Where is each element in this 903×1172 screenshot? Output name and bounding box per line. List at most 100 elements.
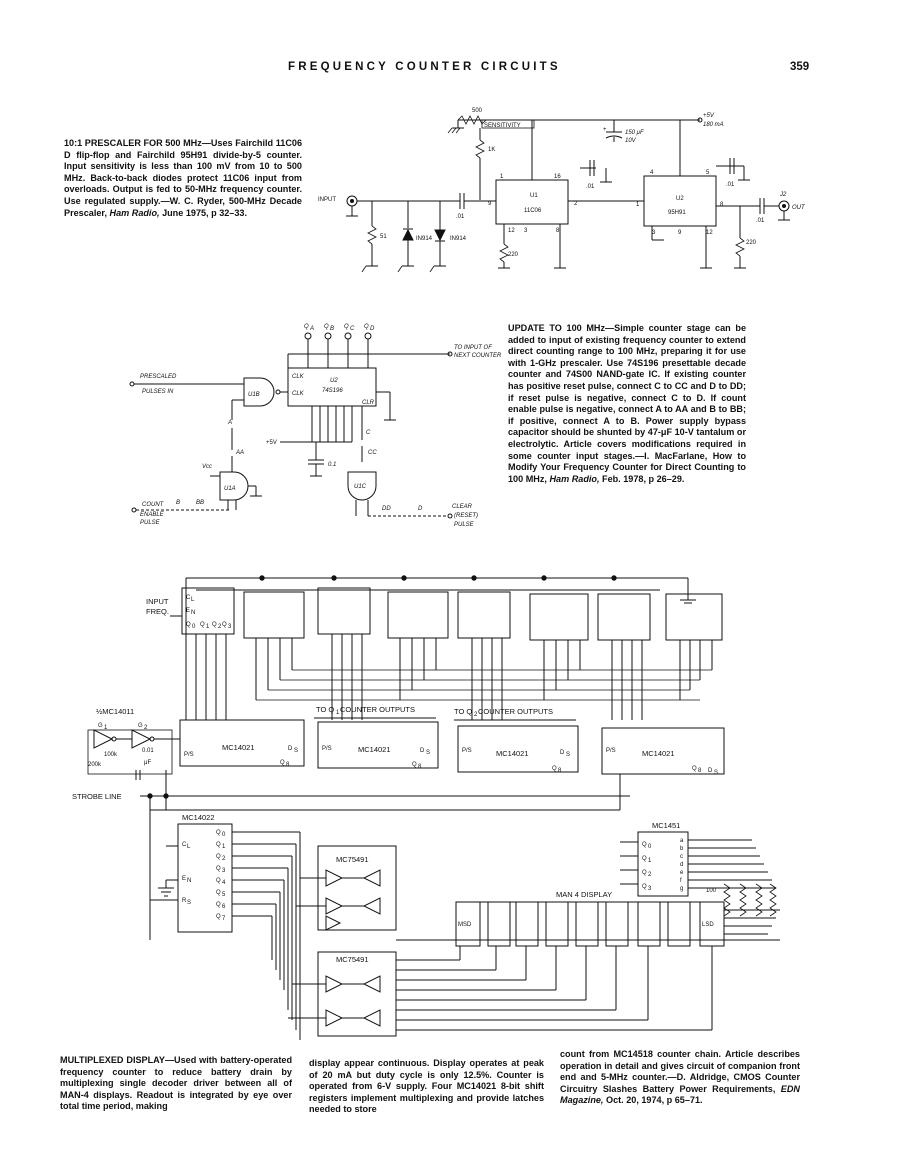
counter-7 xyxy=(597,593,651,641)
label-g1: G xyxy=(98,723,103,729)
pin-u1-2: 2 xyxy=(574,201,578,207)
caption-multiplexed-tail: Oct. 20, 1974, p 65–71. xyxy=(603,1095,703,1106)
mc1451-q1: 1 xyxy=(648,858,652,864)
mc14022-en-sub: N xyxy=(187,878,191,884)
pin-u2-1: 1 xyxy=(636,202,640,208)
pin-q3-letter: Q xyxy=(222,622,227,628)
label-to-q1-sub: 1 xyxy=(336,710,340,716)
label-r500: 500 xyxy=(472,108,483,114)
label-sensitivity: SENSITIVITY xyxy=(484,123,521,129)
caption-multiplexed-col1: MULTIPLEXED DISPLAY—Used with battery-op… xyxy=(60,1055,292,1113)
pin-u2-12: 12 xyxy=(706,230,713,236)
label-180ma: 180 mA xyxy=(703,122,724,128)
label-mc14021-2: MC14021 xyxy=(358,745,391,754)
mc14022-cl: C xyxy=(182,842,187,848)
label-to-q2-rest: COUNTER OUTPUTS xyxy=(478,707,553,716)
label-clk2: CLK xyxy=(292,391,305,397)
caption-prescaler-heading: 10:1 PRESCALER FOR 500 MHz— xyxy=(64,138,211,148)
pin-q: Q xyxy=(186,622,191,628)
mc1451-q0: 0 xyxy=(648,844,652,850)
label-u2-part: 95H91 xyxy=(668,210,686,216)
label-q8-3: Q xyxy=(552,766,557,772)
mc1451-q0l: Q xyxy=(642,842,647,848)
pin-en-sub: N xyxy=(191,610,195,616)
label-c01a: .01 xyxy=(456,214,465,220)
mc14022-q7: 7 xyxy=(222,916,226,922)
label-update-plus5: +5V xyxy=(266,440,277,446)
pin-q3: 3 xyxy=(228,624,232,630)
label-10v: 10V xyxy=(625,138,637,144)
label-update-c01: 0.1 xyxy=(328,462,336,468)
counter-5 xyxy=(457,591,511,639)
page-number: 359 xyxy=(790,61,810,73)
mc14022-q6: 6 xyxy=(222,904,226,910)
pin-u2-8: 8 xyxy=(720,202,724,208)
mc1451-q2: 2 xyxy=(648,872,652,878)
label-cuf: μF xyxy=(144,760,151,766)
label-to-q2: TO Q xyxy=(454,707,472,716)
pin-cl: C xyxy=(186,595,191,601)
caption-update: UPDATE TO 100 MHz—Simple counter stage c… xyxy=(508,323,746,485)
label-u2: U2 xyxy=(676,196,684,202)
label-prescaled2: PULSES IN xyxy=(142,389,174,395)
mc14022-rs-sub: S xyxy=(187,900,191,906)
label-ds2-sub: S xyxy=(426,750,430,756)
label-input: INPUT xyxy=(318,197,336,203)
label-r200k: 200k xyxy=(88,762,102,768)
mc1451-seg-g: g xyxy=(680,886,683,892)
label-b: B xyxy=(176,500,180,506)
mc1451-seg-e: e xyxy=(680,870,684,876)
label-man4: MAN 4 DISPLAY xyxy=(556,890,612,899)
label-qc-sub: C xyxy=(350,326,355,332)
label-to-input2: NEXT COUNTER xyxy=(454,353,502,359)
label-mc75491-2: MC75491 xyxy=(336,955,369,964)
label-g2: G xyxy=(138,723,143,729)
pin-q2: 2 xyxy=(218,624,222,630)
label-count3: PULSE xyxy=(140,520,161,526)
label-u1-part: 11C06 xyxy=(524,208,542,214)
caption-update-body: Simple counter stage can be added to inp… xyxy=(508,323,747,484)
mc1451-q3l: Q xyxy=(642,884,647,890)
pin-u2-5: 5 xyxy=(706,170,710,176)
label-update-u2: U2 xyxy=(330,378,338,384)
label-q8-1: Q xyxy=(280,760,285,766)
svg-text:+: + xyxy=(603,127,607,133)
label-ds2: D xyxy=(420,748,425,754)
pin-u1-1: 1 xyxy=(500,174,504,180)
label-d2: IN914 xyxy=(450,236,467,242)
caption-update-source: Ham Radio, xyxy=(549,473,600,484)
caption-multiplexed-source: EDN Magazine, xyxy=(560,1083,800,1106)
label-j2: J2 xyxy=(779,192,787,198)
mc14022-q1: 1 xyxy=(222,844,226,850)
display-digit-4 xyxy=(545,901,569,947)
display-lsd: LSD xyxy=(699,901,725,947)
label-ps3: P/S xyxy=(462,748,472,754)
mc1451-seg-d: d xyxy=(680,862,683,868)
caption-update-tail: Feb. 1978, p 26–29. xyxy=(599,473,685,484)
pin-u2-4: 4 xyxy=(650,170,654,176)
pin-en: E xyxy=(186,608,190,614)
label-cc: CC xyxy=(368,450,377,456)
label-ds3-sub: S xyxy=(566,752,570,758)
driver-mc75491-2 xyxy=(317,951,397,1037)
display-msd: MSD xyxy=(455,901,481,947)
mc1451-seg-a: a xyxy=(680,838,684,844)
label-lsd: LSD xyxy=(702,922,714,928)
label-clear3: PULSE xyxy=(454,522,475,528)
pin-cl-sub: L xyxy=(191,597,195,603)
page-title: FREQUENCY COUNTER CIRCUITS xyxy=(288,61,561,73)
label-c01c: .01 xyxy=(726,182,735,188)
label-msd: MSD xyxy=(458,922,472,928)
label-c01b: .01 xyxy=(586,184,595,190)
label-clr: CLR xyxy=(362,400,375,406)
caption-multiplexed-col3: count from MC14518 counter chain. Articl… xyxy=(560,1049,800,1107)
caption-update-heading: UPDATE TO 100 MHz— xyxy=(508,323,615,333)
prescaler-schematic: +5V 180 mA 500 SENSITIVITY 1K + 150 μF 1… xyxy=(318,108,806,273)
label-clear2: (RESET) xyxy=(454,513,478,519)
counter-6 xyxy=(529,593,589,641)
label-ps2: P/S xyxy=(322,746,332,752)
